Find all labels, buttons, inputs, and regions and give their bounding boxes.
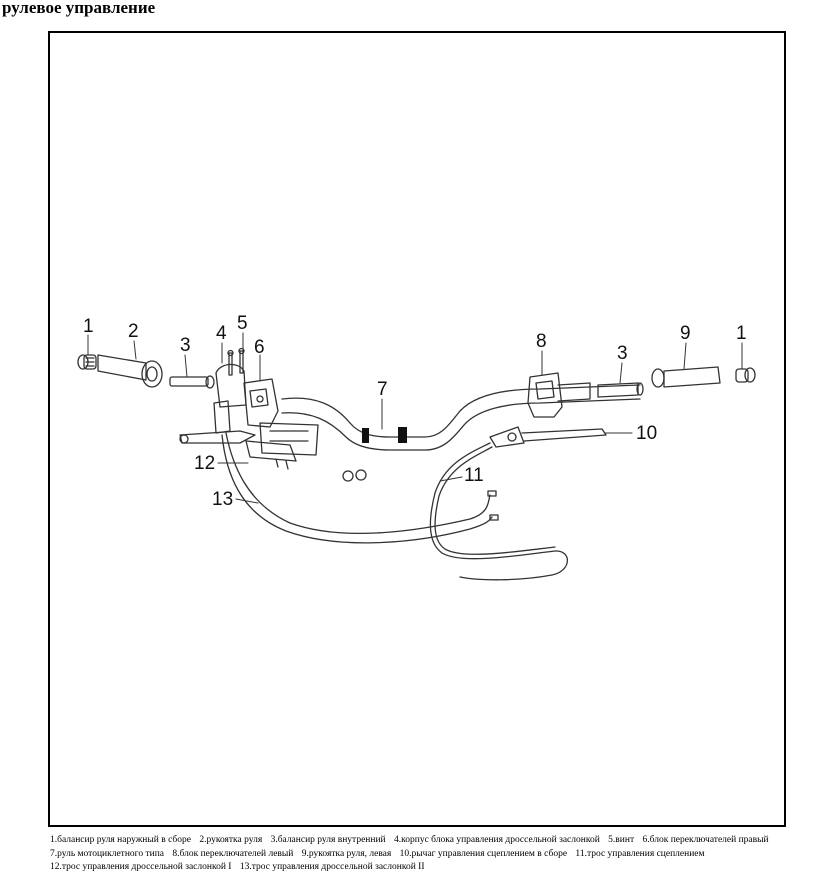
callout-9: 9: [680, 323, 691, 344]
legend-item: 6.блок переключателей правый: [642, 835, 769, 845]
legend-row-2: 7.руль мотоциклетного типа 8.блок перекл…: [50, 848, 810, 862]
legend-item: 3.балансир руля внутренний: [270, 835, 386, 845]
legend-item: 8.блок переключателей левый: [172, 848, 294, 859]
throttle-housing: [213, 347, 247, 434]
throttle-cables: [221, 432, 499, 544]
legend-item: 10.рычаг управления сцеплением в сборе: [399, 848, 568, 859]
callout-6: 6: [254, 337, 265, 358]
legend-item: 11.трос управления сцеплением: [575, 848, 705, 859]
callout-3-right: 3: [617, 343, 628, 364]
legend-item: 7.руль мотоциклетного типа: [50, 848, 164, 859]
callout-5: 5: [237, 313, 248, 334]
callout-7: 7: [377, 379, 388, 400]
legend-item: 4.корпус блока управления дроссельной за…: [394, 835, 600, 845]
callout-4: 4: [216, 323, 227, 344]
handlebar-diagram: 1 2 3 4 5 6 7 8 3 9 1 10 11 12 13: [77, 313, 756, 581]
clutch-cable: [429, 442, 569, 581]
right-lever-assembly: [179, 422, 319, 470]
legend-item: 1.балансир руля наружный в сборе: [50, 835, 191, 845]
legend-row-3: 12.трос управления дроссельной заслонкой…: [50, 861, 810, 875]
parts-legend: 1.балансир руля наружный в сборе 2.рукоя…: [50, 834, 810, 875]
page-title: рулевое управление: [2, 0, 156, 17]
callout-10: 10: [636, 423, 657, 444]
callout-12: 12: [194, 453, 215, 474]
callout-3-left: 3: [180, 335, 191, 356]
legend-row-1: 1.балансир руля наружный в сборе 2.рукоя…: [50, 834, 810, 848]
left-bar-end: [77, 354, 97, 370]
legend-item: 2.рукоятка руля: [199, 835, 263, 845]
callout-1-left: 1: [83, 316, 94, 337]
left-switch-block: [527, 372, 591, 418]
legend-item: 13.трос управления дроссельной заслонкой…: [239, 862, 425, 872]
right-throttle-grip: [97, 354, 163, 388]
legend-item: 12.трос управления дроссельной заслонкой…: [50, 862, 232, 872]
callout-13: 13: [212, 489, 233, 510]
legend-item: 5.винт: [608, 835, 635, 845]
right-inner-balancer: [597, 382, 644, 398]
callout-8: 8: [536, 331, 547, 352]
left-inner-balancer: [169, 375, 215, 389]
left-grip: [651, 366, 721, 388]
right-bar-end: [735, 367, 756, 383]
callout-1-right: 1: [736, 323, 747, 344]
right-switch-block: [243, 378, 279, 428]
diagram-frame: 1 2 3 4 5 6 7 8 3 9 1 10 11 12 13: [48, 31, 786, 827]
leader-lines: [87, 332, 743, 504]
legend-item: 9.рукоятка руля, левая: [301, 848, 392, 859]
handlebar-tube: [281, 384, 641, 451]
clutch-lever: [489, 426, 607, 448]
callout-2: 2: [128, 321, 139, 342]
callout-11: 11: [464, 465, 484, 486]
nuts: [342, 469, 367, 482]
